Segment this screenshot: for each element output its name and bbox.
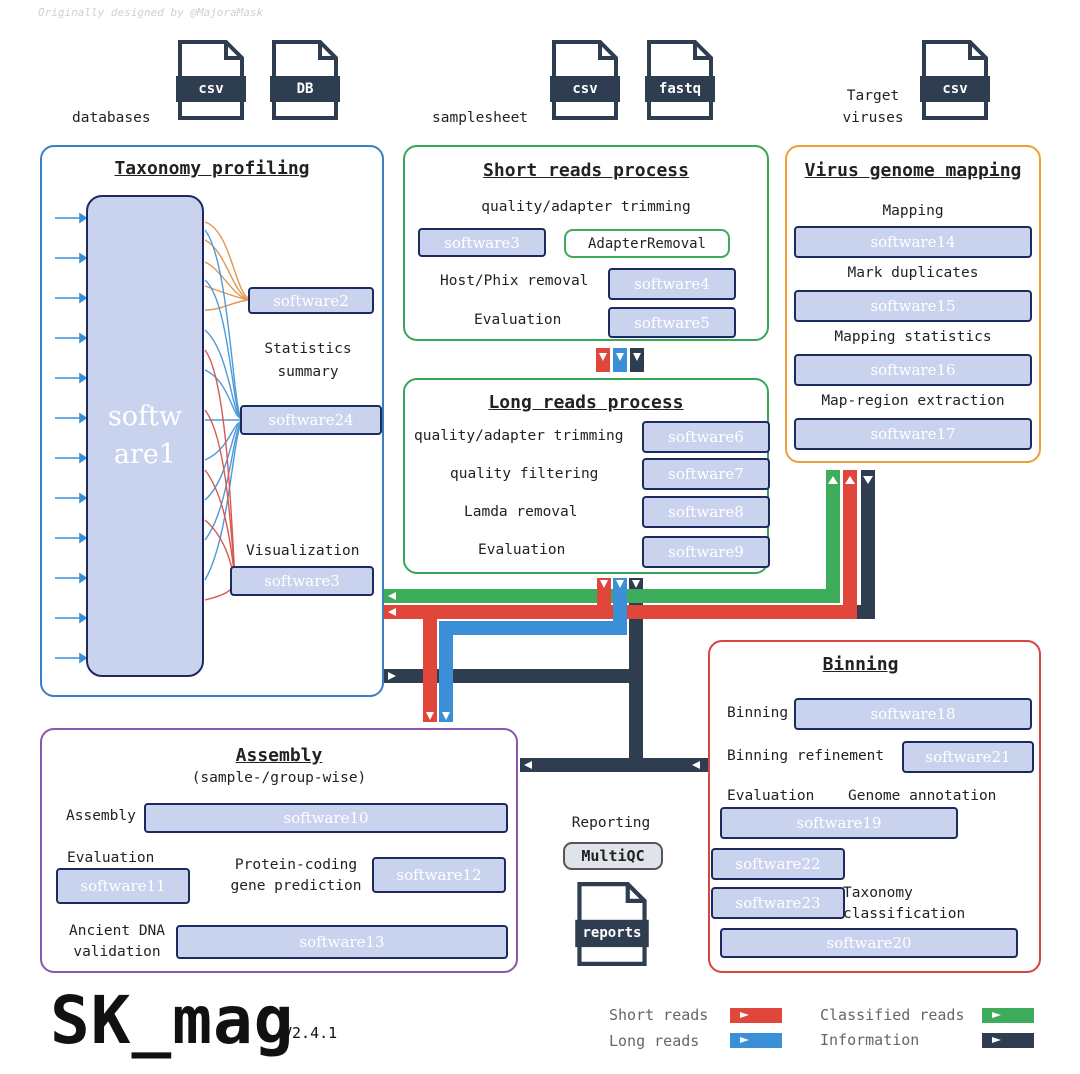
- software17-block[interactable]: software17: [794, 418, 1032, 450]
- statistics-label-line2: summary: [277, 364, 339, 380]
- legend-short-reads-swatch: [730, 1008, 782, 1023]
- reporting-label: Reporting: [571, 815, 651, 831]
- assembly-label: Assembly: [66, 808, 136, 824]
- software20-block[interactable]: software20: [720, 928, 1018, 958]
- software7-block[interactable]: software7: [642, 458, 770, 490]
- sk-mag-logo: SK_mag: [50, 982, 295, 1059]
- taxonomy-input-arrows: [55, 212, 88, 664]
- software21-block[interactable]: software21: [902, 741, 1034, 773]
- software23-block[interactable]: software23: [711, 887, 845, 919]
- software1-label-line2: are1: [113, 439, 177, 470]
- software1-label-line1: softw: [107, 401, 183, 432]
- software14-block[interactable]: software14: [794, 226, 1032, 258]
- software13-block[interactable]: software13: [176, 925, 508, 959]
- assembly-evaluation-label: Evaluation: [67, 850, 155, 866]
- legend-information-label: Information: [820, 1031, 920, 1049]
- software12-block[interactable]: software12: [372, 857, 506, 893]
- target-csv-label: csv: [942, 81, 968, 97]
- csv-file-icon: csv: [176, 40, 246, 120]
- short-software3-block[interactable]: software3: [418, 228, 546, 257]
- mapping-statistics-label: Mapping statistics: [834, 329, 992, 345]
- samplesheet-label: samplesheet: [432, 110, 529, 126]
- databases-label: databases: [72, 110, 151, 126]
- legend-information-swatch: [982, 1033, 1034, 1048]
- genome-annotation-label: Genome annotation: [848, 788, 997, 804]
- software11-block[interactable]: software11: [56, 868, 190, 904]
- long-reads-title: Long reads process: [488, 392, 684, 413]
- fastq-file-icon: fastq: [645, 40, 715, 120]
- samplesheet-csv-label: csv: [572, 81, 598, 97]
- short-evaluation-label: Evaluation: [474, 312, 562, 328]
- legend-classified-reads-swatch: [982, 1008, 1034, 1023]
- filtering-label: quality filtering: [450, 466, 599, 482]
- samplesheet-csv-file-icon: csv: [550, 40, 620, 120]
- software19-block[interactable]: software19: [720, 807, 958, 839]
- db-file-label: DB: [296, 81, 314, 97]
- reports-file-label: reports: [582, 925, 642, 941]
- short-reads-title: Short reads process: [483, 160, 689, 181]
- assembly-subtitle: (sample-/group-wise): [191, 770, 367, 786]
- target-csv-file-icon: csv: [920, 40, 990, 120]
- long-trimming-label: quality/adapter trimming: [414, 428, 624, 444]
- legend-classified-reads-label: Classified reads: [820, 1006, 965, 1024]
- software4-block[interactable]: software4: [608, 268, 736, 300]
- short-trimming-label: quality/adapter trimming: [481, 199, 691, 215]
- software8-block[interactable]: software8: [642, 496, 770, 528]
- software15-block[interactable]: software15: [794, 290, 1032, 322]
- software9-block[interactable]: software9: [642, 536, 770, 568]
- taxonomy-classification-label-line1: Taxonomy: [843, 885, 913, 901]
- ancient-dna-label-line1: Ancient DNA: [68, 923, 166, 939]
- software5-block[interactable]: software5: [608, 307, 736, 338]
- binning-title: Binning: [822, 654, 899, 675]
- statistics-label-line1: Statistics: [264, 341, 352, 357]
- software1-block[interactable]: softw are1: [86, 195, 204, 677]
- lamda-removal-label: Lamda removal: [464, 504, 578, 520]
- binning-label: Binning: [727, 705, 789, 721]
- software2-block[interactable]: software2: [248, 287, 374, 314]
- virus-mapping-title: Virus genome mapping: [804, 160, 1022, 181]
- credit-text: Originally designed by @MajoraMask: [38, 6, 264, 19]
- protein-coding-label-line1: Protein-coding: [234, 857, 358, 873]
- software22-block[interactable]: software22: [711, 848, 845, 880]
- software16-block[interactable]: software16: [794, 354, 1032, 386]
- adapter-removal-block[interactable]: AdapterRemoval: [564, 229, 730, 258]
- software24-block[interactable]: software24: [240, 405, 382, 435]
- host-removal-label: Host/Phix removal: [440, 273, 589, 289]
- legend-long-reads-label: Long reads: [609, 1032, 700, 1050]
- mark-duplicates-label: Mark duplicates: [847, 265, 979, 281]
- db-file-icon: DB: [270, 40, 340, 120]
- long-evaluation-label: Evaluation: [478, 542, 566, 558]
- mapping-label: Mapping: [882, 203, 944, 219]
- target-label-line2: viruses: [842, 110, 904, 126]
- binning-refinement-label: Binning refinement: [727, 748, 885, 764]
- csv-file-label: csv: [198, 81, 224, 97]
- legend-short-reads-label: Short reads: [609, 1006, 709, 1024]
- binning-evaluation-label: Evaluation: [727, 788, 815, 804]
- reports-file-icon: reports: [573, 882, 651, 966]
- taxonomy-fan-lines: [204, 221, 249, 601]
- protein-coding-label-line2: gene prediction: [230, 878, 362, 894]
- software10-block[interactable]: software10: [144, 803, 508, 833]
- taxonomy-profiling-title: Taxonomy profiling: [114, 158, 310, 179]
- software18-block[interactable]: software18: [794, 698, 1032, 730]
- taxonomy-classification-label-line2: classification: [843, 906, 966, 922]
- ancient-dna-label-line2: validation: [73, 944, 161, 960]
- legend-long-reads-swatch: [730, 1033, 782, 1048]
- visualization-label: Visualization: [246, 543, 360, 559]
- mid-connector-blocks: [596, 348, 644, 372]
- flow-arrow-markers: [388, 476, 873, 769]
- version-label: V2.4.1: [283, 1024, 338, 1042]
- target-label-line1: Target: [846, 88, 900, 104]
- taxonomy-profiling-panel: [40, 145, 384, 697]
- taxonomy-software3-block[interactable]: software3: [230, 566, 374, 596]
- map-region-extraction-label: Map-region extraction: [821, 393, 1005, 409]
- multiqc-block[interactable]: MultiQC: [563, 842, 663, 870]
- flow-lines: [384, 470, 875, 772]
- software6-block[interactable]: software6: [642, 421, 770, 453]
- fastq-file-label: fastq: [658, 81, 702, 97]
- assembly-title: Assembly: [235, 745, 323, 766]
